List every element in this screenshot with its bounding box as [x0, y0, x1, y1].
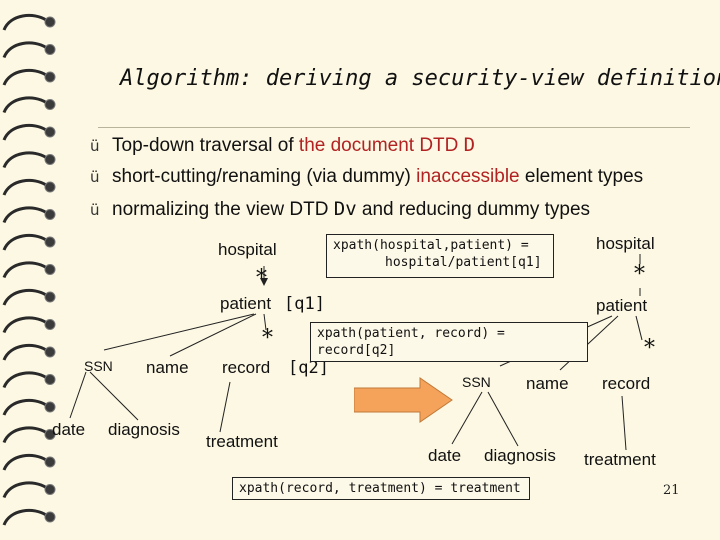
- spiral-ring: [2, 233, 47, 251]
- spiral-hole: [44, 401, 56, 413]
- left-star-1: *: [256, 266, 267, 291]
- spiral-hole: [44, 209, 56, 220]
- left-star-2: *: [262, 326, 273, 351]
- spiral-hole: [44, 71, 56, 83]
- right-record-node: record: [602, 374, 651, 393]
- left-name-node: name: [146, 358, 189, 377]
- right-patient-node: patient: [596, 296, 648, 315]
- spiral-ring: [2, 426, 47, 444]
- spiral-ring: [2, 343, 47, 361]
- spiral-hole: [44, 236, 56, 248]
- spiral-ring: [2, 178, 47, 196]
- spiral-ring: [2, 371, 47, 389]
- spiral-hole: [44, 484, 56, 495]
- spiral-ring: [2, 261, 47, 279]
- spiral-hole: [44, 429, 56, 440]
- left-ssn-node: SSN: [84, 358, 113, 374]
- left-q1-label: [q1]: [284, 294, 325, 314]
- left-hospital-node: hospital: [218, 240, 277, 259]
- right-hospital-node: hospital: [596, 234, 655, 253]
- spiral-hole: [44, 374, 56, 385]
- spiral-hole: [44, 16, 56, 28]
- spiral-ring: [2, 123, 47, 141]
- right-star-1: *: [634, 262, 645, 287]
- spiral-ring: [2, 288, 47, 306]
- spiral-ring: [2, 508, 47, 526]
- spiral-hole: [44, 126, 56, 138]
- spiral-hole: [44, 264, 56, 275]
- right-date-node: date: [428, 446, 462, 465]
- spiral-hole: [44, 511, 56, 523]
- spiral-ring: [2, 68, 47, 86]
- left-treatment-node: treatment: [206, 432, 278, 451]
- right-name-node: name: [526, 374, 569, 393]
- left-record-node: record: [222, 358, 271, 377]
- xpath-record-treatment-box: xpath(record, treatment) = treatment: [232, 477, 530, 500]
- spiral-hole: [44, 99, 56, 110]
- spiral-ring: [2, 41, 47, 59]
- spiral-ring: [2, 398, 47, 416]
- spiral-hole: [44, 154, 56, 165]
- right-ssn-node: SSN: [462, 374, 491, 390]
- right-diagnosis-node: diagnosis: [484, 446, 556, 465]
- check-icon: ü: [90, 168, 100, 186]
- xpath-patient-record-box: xpath(patient, record) = record[q2]: [310, 322, 588, 362]
- spiral-ring: [2, 481, 47, 499]
- spiral-ring: [2, 151, 47, 169]
- page-number: 21: [663, 483, 680, 498]
- spiral-binding: [2, 13, 56, 526]
- spiral-hole: [44, 456, 56, 468]
- left-date-node: date: [52, 420, 86, 439]
- spiral-ring: [2, 96, 47, 114]
- right-star-2: *: [644, 336, 655, 361]
- spiral-hole: [44, 181, 56, 193]
- xpath-hospital-patient-box: xpath(hospital,patient) = hospital/patie…: [326, 234, 554, 278]
- right-treatment-node: treatment: [584, 450, 656, 469]
- spiral-hole: [44, 44, 56, 55]
- spiral-hole: [44, 319, 56, 330]
- left-diagnosis-node: diagnosis: [108, 420, 180, 439]
- spiral-ring: [2, 453, 47, 471]
- spiral-hole: [44, 291, 56, 303]
- slide-title: Algorithm: deriving a security-view defi…: [120, 66, 720, 91]
- spiral-ring: [2, 206, 47, 224]
- spiral-ring: [2, 316, 47, 334]
- spiral-ring: [2, 13, 47, 31]
- title-divider: [98, 127, 690, 128]
- check-icon: ü: [90, 201, 100, 219]
- transform-arrow-icon: [354, 377, 453, 423]
- check-icon: ü: [90, 137, 100, 155]
- left-patient-node: patient: [220, 294, 272, 313]
- left-q2-label: [q2]: [288, 358, 329, 378]
- spiral-hole: [44, 346, 56, 358]
